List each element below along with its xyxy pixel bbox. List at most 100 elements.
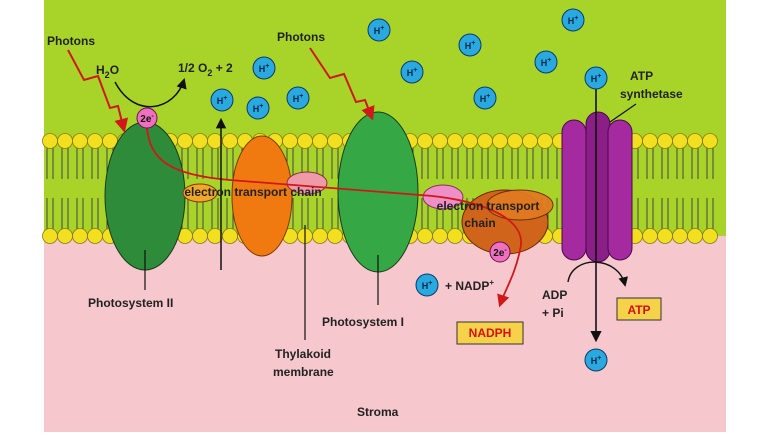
thylakoid-label-line2: membrane [273,365,334,379]
hydrogen-ion-label: H+ [591,73,602,84]
hydrogen-ion-circle [252,56,276,80]
hydrogen-ion: H+ [246,96,270,120]
lipid-head [177,133,193,149]
lipid-head [297,133,313,149]
hydrogen-ion: H+ [473,86,497,110]
hydrogen-ion-label: H+ [259,63,270,74]
atp-label: ATP [627,303,650,317]
hydrogen-ion-circle [210,88,234,112]
lipid-head [432,228,448,244]
adp-label-line2: + Pi [542,306,564,320]
lipid-head [672,228,688,244]
lipid-head [42,228,58,244]
lipid-head [522,133,538,149]
photons-label-right: Photons [277,30,325,44]
lipid-head [447,133,463,149]
hydrogen-ion-label: H+ [217,95,228,106]
oxygen-label: 1/2 O2 + 2 [178,61,233,78]
lipid-head [327,228,343,244]
nadph-label: NADPH [469,326,512,340]
hydrogen-ion-circle [473,86,497,110]
electron-label: 2e [140,114,152,125]
lipid-head [492,133,508,149]
atp-synthase [561,111,633,263]
lipid-head [192,133,208,149]
hydrogen-ion-label: H+ [374,25,385,36]
hydrogen-ion-circle [367,18,391,42]
lipid-head [57,228,73,244]
lipid-head [72,133,88,149]
lipid-head [447,228,463,244]
hydrogen-ion-circle [534,50,558,74]
hydrogen-ion-circle [561,8,585,32]
water-label: H2O [96,63,119,80]
hydrogen-ion: H+ [415,273,439,297]
lipid-head [657,228,673,244]
hydrogen-ion-circle [286,86,310,110]
hydrogen-ion: H+ [400,60,424,84]
atp-synthetase-pointer [609,103,637,123]
lipid-head [417,133,433,149]
photosystem-ii-complex [104,121,186,271]
white-margin-right [726,0,768,432]
electron-sup: - [504,247,507,254]
lipid-head [312,228,328,244]
adp-label-line1: ADP [542,288,567,302]
electron-sup: - [151,113,154,120]
hydrogen-ion: H+ [210,88,234,112]
nadph-box: NADPH [456,321,524,345]
etc-left-label: electron transport chain [184,185,321,199]
hydrogen-ion-circle [415,273,439,297]
svg-text:2e-: 2e- [493,247,507,259]
lipid-head [417,228,433,244]
lipid-head [477,133,493,149]
lipid-head [702,228,718,244]
hydrogen-ion-circle [458,33,482,57]
carrier-oval-left [182,183,218,203]
hydrogen-ion: H+ [584,348,608,372]
etc-right-label-line1: electron transport [437,199,540,213]
lipid-head [687,133,703,149]
lipid-head [192,228,208,244]
carrier-oval-pink [286,171,328,195]
lipid-head [87,228,103,244]
hydrogen-ion-label: H+ [253,103,264,114]
electron-path-arrow [146,127,522,308]
photon-bolt-right [309,47,375,121]
lipid-head [312,133,328,149]
atp-synthetase-label-line2: synthetase [620,87,683,101]
svg-text:2e-: 2e- [140,113,154,125]
cytochrome-complex [231,135,293,257]
photon-bolt-left [67,49,129,133]
hydrogen-ion-label: H+ [422,280,433,291]
lipid-head [462,133,478,149]
atp-synthetase-label-line1: ATP [630,69,653,83]
etc-right-label-line2: chain [464,216,495,230]
white-margin-left [0,0,44,432]
photosystem-i-label: Photosystem I [322,315,404,329]
electron-badge-right: 2e- [489,241,511,263]
lipid-head [72,228,88,244]
lipid-head [222,228,238,244]
hydrogen-ion-label: H+ [480,93,491,104]
lipid-head [642,228,658,244]
lipid-head [642,133,658,149]
electron-badge-left: 2e- [136,107,158,129]
hydrogen-ion-circle [584,348,608,372]
stroma-label: Stroma [357,405,399,419]
hydrogen-ion-circle [584,66,608,90]
hydrogen-ion: H+ [584,66,608,90]
right-complex-top [486,189,554,221]
lipid-head [687,228,703,244]
hydrogen-ion-label: H+ [465,40,476,51]
nadp-label: + NADP+ [445,278,494,293]
hydrogen-ion-label: H+ [591,355,602,366]
lipid-head [327,133,343,149]
hydrogen-ion: H+ [286,86,310,110]
lipid-head [42,133,58,149]
hydrogen-ion-label: H+ [293,93,304,104]
water-splitting-arc [114,77,187,108]
photons-label-left: Photons [47,34,95,48]
lipid-head [507,133,523,149]
